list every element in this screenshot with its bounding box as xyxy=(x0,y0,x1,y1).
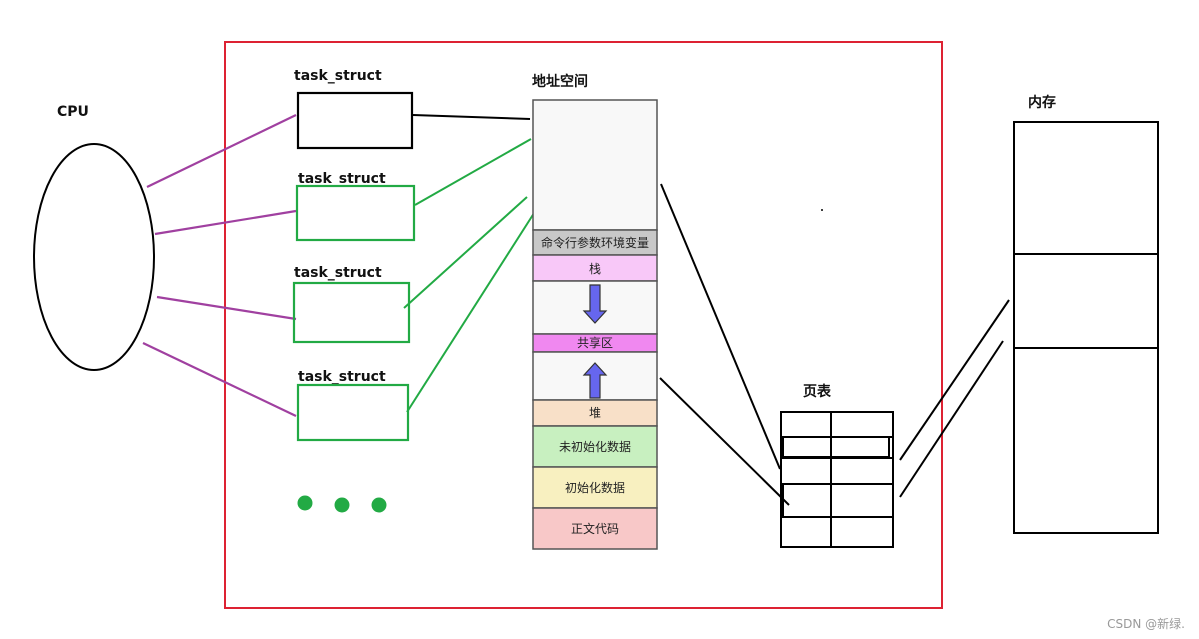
ellipsis-dot-2 xyxy=(334,497,350,513)
memory-frame xyxy=(1013,121,1159,534)
heap-growth-arrow-icon xyxy=(582,362,608,399)
task-box-4 xyxy=(296,383,410,442)
task-label-4: task_struct xyxy=(298,369,386,385)
segment-label-8: 初始化数据 xyxy=(565,480,625,495)
task-label-3: task_struct xyxy=(294,265,382,281)
task-link-2 xyxy=(414,138,532,206)
task-box-3 xyxy=(292,281,411,344)
segment-label-9: 正文代码 xyxy=(571,521,619,536)
map-line-lower xyxy=(659,377,790,506)
page-table-frame xyxy=(780,411,894,548)
segment-1 xyxy=(532,229,658,256)
watermark: CSDN @新绿. xyxy=(1107,616,1185,631)
stack-growth-arrow-icon xyxy=(582,284,608,324)
ellipsis-dot-1 xyxy=(297,495,313,511)
memory-label: 内存 xyxy=(1028,94,1056,111)
task-label-2: task_struct xyxy=(298,171,386,187)
cpu-link-4 xyxy=(142,342,297,417)
memory-column xyxy=(1013,121,1159,534)
segment-label-2: 栈 xyxy=(589,261,601,276)
cpu-link-2 xyxy=(154,209,297,236)
task-links-green xyxy=(403,138,537,413)
cpu-label: CPU xyxy=(57,104,89,120)
address-space-column: 命令行参数环境变量 栈 共享区 堆 未初始化数据 初始化数据 正文代码 xyxy=(532,99,658,550)
cpu-ellipse xyxy=(33,143,155,371)
task-link-3 xyxy=(403,196,528,309)
page-table xyxy=(780,411,894,548)
task-box-1 xyxy=(296,91,414,150)
task-link-4 xyxy=(406,209,537,413)
segment-7 xyxy=(532,425,658,468)
process-frame xyxy=(224,41,943,609)
task-box-2 xyxy=(295,184,416,242)
segment-label-4: 共享区 xyxy=(577,335,613,350)
mapping-lines-left xyxy=(659,183,790,506)
segment-label-6: 堆 xyxy=(589,406,601,420)
cpu-link-1 xyxy=(146,114,297,188)
map-line-upper xyxy=(660,183,781,470)
page-table-entry-highlight-1 xyxy=(782,436,890,458)
address-space-title: 地址空间 xyxy=(532,73,588,90)
segment-2 xyxy=(532,254,658,282)
task-label-1: task_struct xyxy=(294,68,382,84)
segment-8 xyxy=(532,466,658,509)
map-line-mem-upper xyxy=(899,299,1010,461)
ellipsis-dot-3 xyxy=(371,497,387,513)
cpu-link-3 xyxy=(156,295,297,321)
segment-6 xyxy=(532,399,658,427)
segment-label-7: 未初始化数据 xyxy=(559,439,631,454)
segment-label-1: 命令行参数环境变量 xyxy=(541,235,649,250)
page-table-entry-highlight-2 xyxy=(782,483,894,518)
page-table-label: 页表 xyxy=(803,383,832,400)
segment-9 xyxy=(532,507,658,550)
cpu-links xyxy=(142,114,297,417)
mapping-lines-right xyxy=(899,299,1010,498)
map-line-mem-lower xyxy=(899,340,1004,498)
stray-dot xyxy=(821,209,823,211)
segment-0 xyxy=(532,99,658,231)
task-link-1 xyxy=(412,114,531,120)
